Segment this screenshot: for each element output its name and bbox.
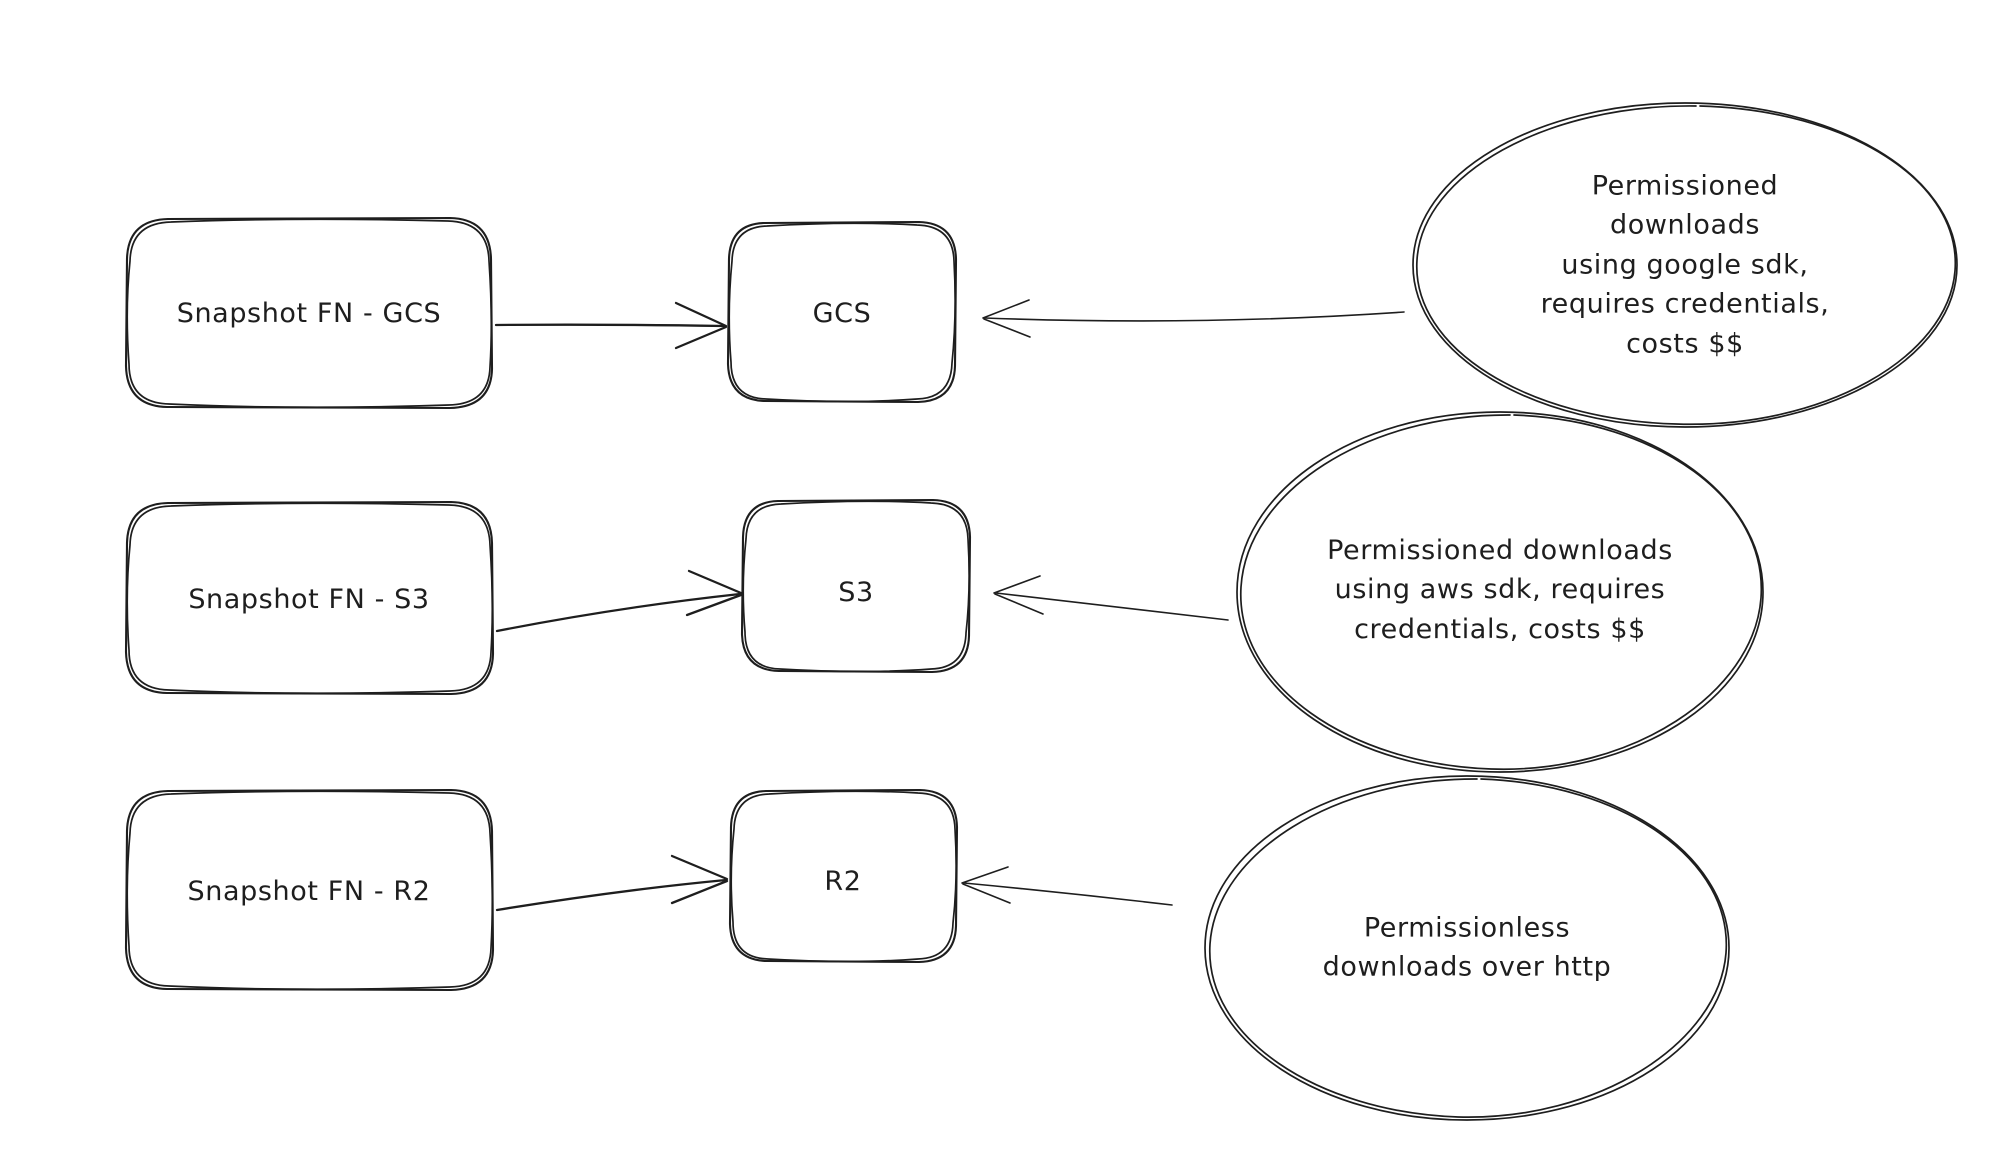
node-label-snapshot-fn-s3: Snapshot FN - S3 (188, 583, 430, 615)
node-label-s3-note: Permissioned downloads using aws sdk, re… (1327, 534, 1673, 645)
node-snapshot-fn-r2-shape[interactable] (124, 788, 495, 992)
node-label-snapshot-fn-gcs: Snapshot FN - GCS (176, 297, 442, 329)
edge-fn-r2-to-r2 (495, 854, 729, 912)
node-label-r2: R2 (824, 865, 862, 897)
node-label-r2-note: Permissionless downloads over http (1322, 912, 1612, 983)
node-label-gcs-note: Permissioned downloads using google sdk,… (1540, 170, 1830, 360)
edge-fn-s3-to-s3 (495, 569, 743, 633)
node-label-snapshot-fn-r2: Snapshot FN - R2 (187, 875, 431, 907)
node-r2-shape[interactable] (728, 788, 959, 964)
node-label-s3: S3 (838, 576, 874, 608)
edge-note-to-r2 (961, 866, 1173, 906)
edge-note-to-s3 (993, 575, 1229, 621)
node-s3-shape[interactable] (740, 498, 972, 674)
node-gcs-shape[interactable] (726, 220, 958, 404)
edge-fn-gcs-to-gcs (494, 301, 728, 350)
node-gcs-note-shape[interactable] (1412, 102, 1958, 428)
node-label-gcs: GCS (812, 297, 872, 329)
node-snapshot-fn-gcs-shape[interactable] (124, 216, 494, 410)
node-snapshot-fn-s3-shape[interactable] (124, 500, 495, 696)
edge-note-to-gcs (982, 299, 1405, 338)
node-s3-note-shape[interactable] (1236, 411, 1764, 773)
node-r2-note-shape[interactable] (1204, 775, 1730, 1121)
